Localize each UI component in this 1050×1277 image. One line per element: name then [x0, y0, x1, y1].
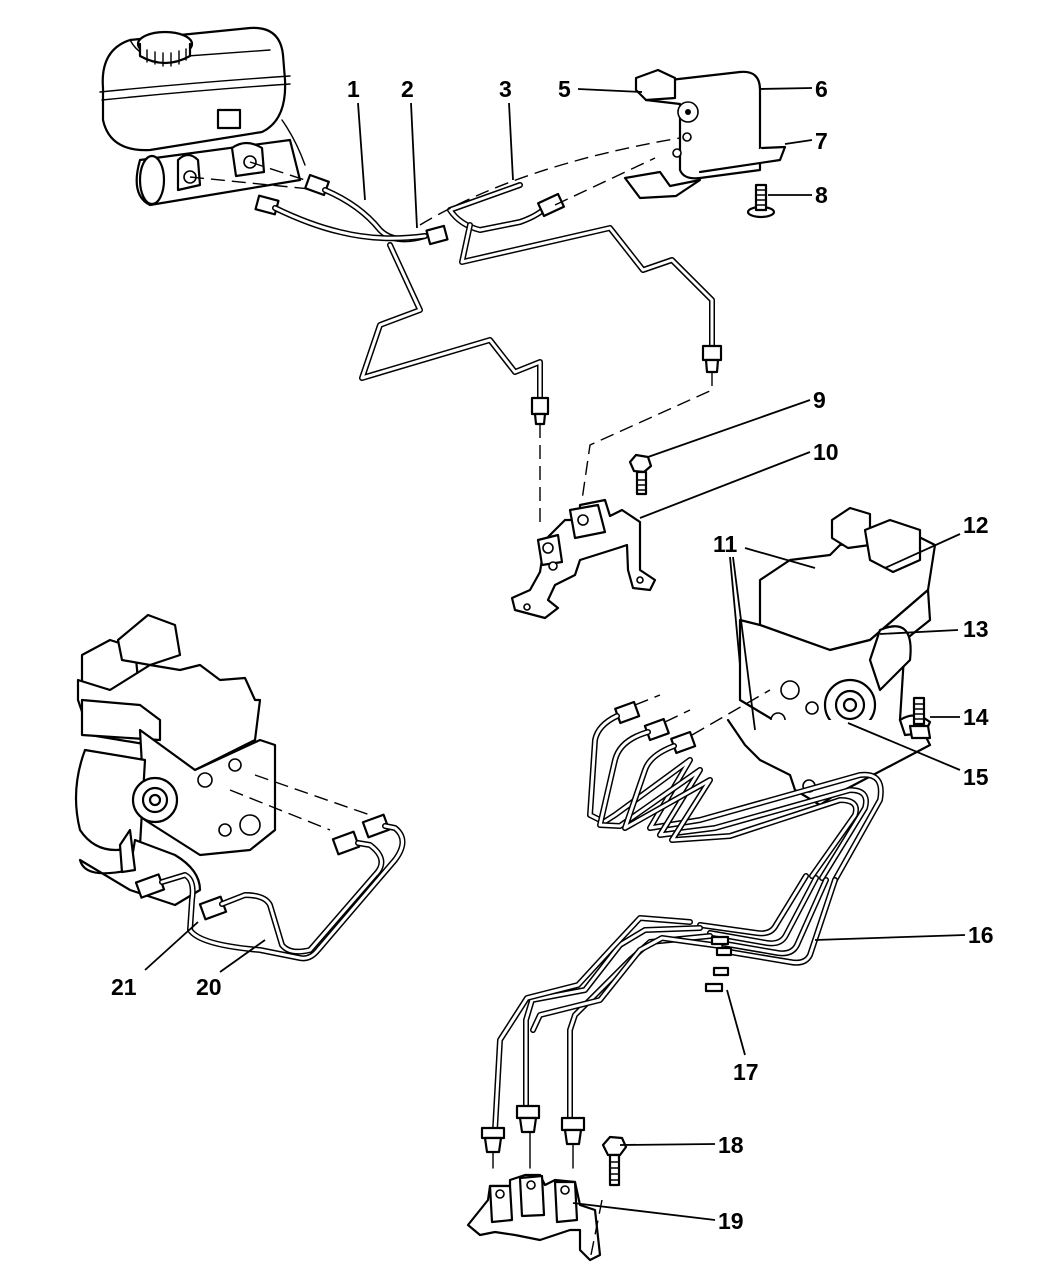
callout-20: 20: [196, 974, 222, 1000]
leader-13: [879, 629, 959, 635]
leader-12: [884, 533, 961, 569]
leader-11b: [729, 556, 741, 666]
callout-11: 11: [713, 531, 738, 557]
leader-11a: [744, 547, 816, 569]
bolt: [746, 183, 776, 219]
leader-2: [410, 102, 418, 229]
callout-17: 17: [733, 1059, 759, 1085]
bolt: [628, 453, 653, 496]
mounting-bolt: [908, 696, 932, 740]
callout-1: 1: [347, 76, 360, 102]
leader-11c: [732, 556, 756, 731]
abs-hydraulic-unit-left: [74, 613, 371, 907]
callout-13: 13: [963, 616, 989, 642]
callout-10: 10: [813, 439, 839, 465]
leader-1: [357, 102, 366, 201]
callout-9: 9: [813, 387, 826, 413]
leader-9: [647, 399, 811, 458]
master-cylinder: [99, 26, 321, 207]
tube-junction-bracket: [466, 1104, 602, 1262]
callout-14: 14: [963, 704, 989, 730]
tube-fitting: [530, 344, 723, 426]
callout-6: 6: [815, 76, 828, 102]
junction-block-bracket: [510, 498, 657, 620]
combination-valve: [623, 68, 787, 200]
callout-12: 12: [963, 512, 989, 538]
leader-19: [572, 1202, 716, 1221]
front-brake-tubes: [254, 137, 723, 528]
brake-tube-outlet: [134, 813, 406, 962]
bolt: [589, 1135, 628, 1261]
leader-5: [577, 88, 643, 93]
callout-15: 15: [963, 764, 989, 790]
callout-3: 3: [499, 76, 512, 102]
leader-17: [726, 989, 746, 1056]
callout-19: 19: [718, 1208, 744, 1234]
leader-10: [639, 451, 811, 519]
tube-fitting: [480, 1104, 586, 1154]
leader-15: [847, 722, 961, 771]
leader-21: [144, 921, 199, 971]
callout-5: 5: [558, 76, 571, 102]
leader-18: [619, 1143, 716, 1146]
leader-6: [758, 87, 813, 90]
callout-16: 16: [968, 922, 994, 948]
callout-8: 8: [815, 182, 828, 208]
leader-7: [784, 139, 813, 145]
callout-18: 18: [718, 1132, 744, 1158]
leader-3: [508, 102, 514, 181]
leader-lines: [144, 87, 966, 1221]
tube-clip: [704, 935, 733, 993]
leader-20: [219, 939, 266, 973]
callout-7: 7: [815, 128, 828, 154]
callout-21: 21: [111, 974, 137, 1000]
brake-tube-bundle: [492, 689, 884, 1133]
callout-2: 2: [401, 76, 414, 102]
callout-labels: 1 2 3 5 6 7 8 9 10 11 12 13 14 15 16 17 …: [111, 76, 994, 1234]
abs-hydraulic-unit-right: [726, 506, 937, 807]
leader-16: [814, 934, 966, 941]
